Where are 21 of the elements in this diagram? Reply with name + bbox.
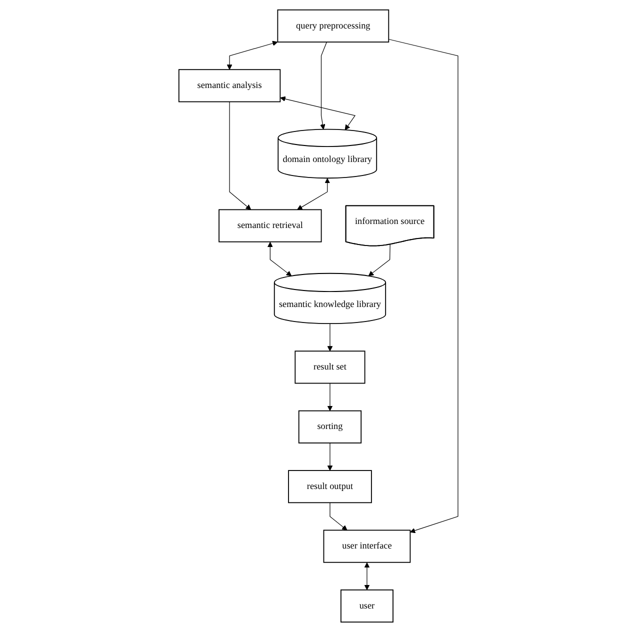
arrow [297,178,330,210]
node-box: user interface [323,530,411,563]
arrow [320,42,328,130]
node-box: sorting [298,410,362,444]
arrow [364,562,370,590]
arrow [330,502,348,530]
arrow [229,101,252,210]
node-box: result set [294,350,366,384]
arrow [368,244,390,276]
arrow [327,382,333,412]
node-box: query preprocessing [277,9,390,43]
node-box: user [340,589,394,623]
arrow [268,242,292,276]
arrow [226,40,278,70]
arrow [388,38,458,534]
arrow [327,323,333,352]
node-box: semantic retrieval [218,209,322,242]
arrow [280,96,356,130]
node-box: semantic analysis [178,69,281,102]
node-box: result output [288,470,372,504]
arrow [327,442,333,471]
